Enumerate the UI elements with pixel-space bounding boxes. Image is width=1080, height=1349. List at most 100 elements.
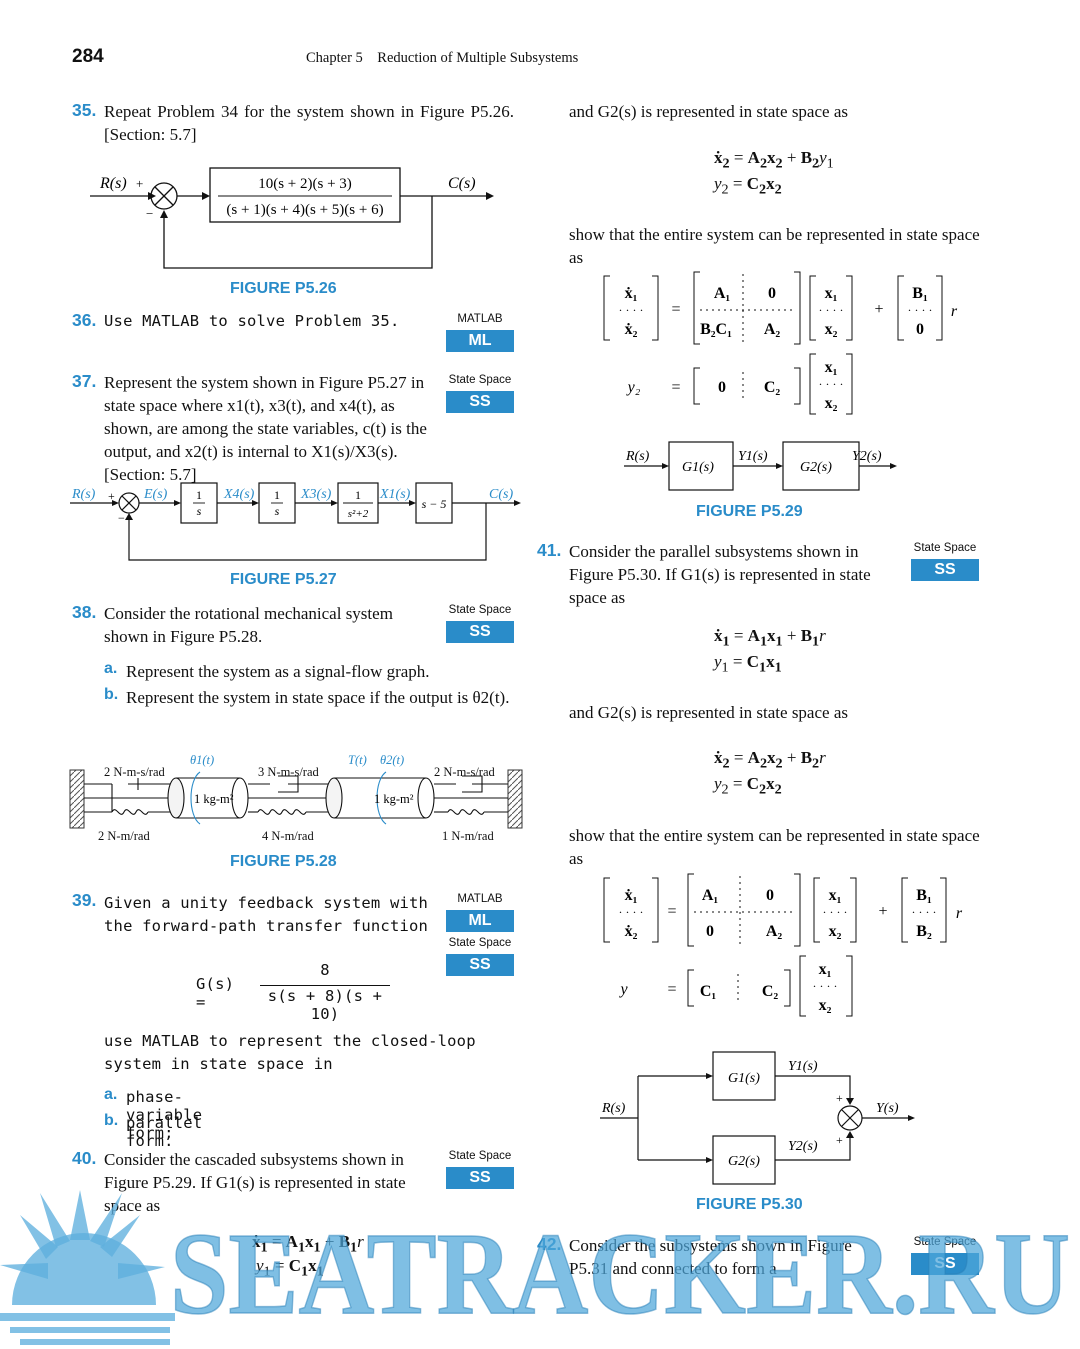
figure-p5-30: R(s) G1(s) Y1(s) G2(s) Y2(s) Y(s) + + bbox=[600, 1051, 915, 1185]
item-label: b. bbox=[104, 686, 119, 703]
figure-caption: FIGURE P5.29 bbox=[696, 503, 803, 520]
svg-text:ẋ₁: ẋ₁ bbox=[625, 887, 638, 904]
zero-block-label: s − 5 bbox=[422, 497, 447, 511]
state-space-label: State Space bbox=[913, 542, 977, 554]
R-label: R(s) bbox=[601, 1101, 626, 1116]
svg-text:=: = bbox=[667, 903, 676, 920]
output-label: C(s) bbox=[448, 175, 476, 192]
state-space-badge[interactable]: SS bbox=[911, 1253, 979, 1275]
inertia-2 bbox=[325, 777, 343, 819]
block-numerator: 10(s + 2)(s + 3) bbox=[258, 176, 352, 192]
problem-text: Repeat Problem 34 for the system shown i… bbox=[104, 102, 514, 144]
svg-text:x₁: x₁ bbox=[829, 887, 842, 904]
svg-text:0: 0 bbox=[706, 923, 714, 940]
state-space-label: State Space bbox=[448, 604, 512, 616]
spring-2-label: 4 N-m/rad bbox=[262, 829, 314, 843]
R-label: R(s) bbox=[625, 449, 650, 464]
inertia-2-label: 1 kg-m² bbox=[374, 792, 414, 806]
equation-numerator: 8 bbox=[320, 961, 330, 979]
damper-2-label: 3 N-m-s/rad bbox=[258, 765, 319, 779]
svg-text:C₁: C₁ bbox=[700, 983, 717, 1000]
plus-sign: + bbox=[136, 176, 143, 191]
figure-p5-27: R(s) E(s) X4(s) X3(s) X1(s) C(s) + − 1 s… bbox=[70, 482, 521, 561]
wall-right bbox=[507, 769, 523, 829]
figure-caption: FIGURE P5.27 bbox=[230, 571, 337, 588]
svg-text:· · · ·: · · · · bbox=[819, 303, 844, 317]
matlab-label: MATLAB bbox=[457, 893, 503, 905]
svg-text:r: r bbox=[951, 303, 958, 320]
svg-text:r: r bbox=[956, 905, 963, 922]
figure-p5-26: R(s) + − 10(s + 2)(s + 3) (s + 1)(s + 4)… bbox=[90, 167, 494, 269]
state-space-badge[interactable]: SS bbox=[446, 1167, 514, 1189]
Y1-label: Y1(s) bbox=[788, 1059, 818, 1074]
problem-text: Consider the subsystems shown in Figure … bbox=[569, 1236, 852, 1278]
damper-1-label: 2 N-m-s/rad bbox=[104, 765, 165, 779]
svg-text:A₂: A₂ bbox=[766, 923, 783, 940]
svg-text:C₂: C₂ bbox=[762, 983, 779, 1000]
svg-text:1: 1 bbox=[355, 488, 361, 502]
p41-text-2: and G2(s) is represented in state space … bbox=[569, 703, 848, 722]
g2-state-equation: ẋ2 = A2x2 + B2y1 bbox=[714, 148, 834, 172]
svg-text:B₁: B₁ bbox=[916, 887, 932, 904]
matlab-badge[interactable]: ML bbox=[446, 330, 514, 352]
p40-text-2: and G2(s) is represented in state space … bbox=[569, 102, 848, 121]
problem-number: 40. bbox=[72, 1148, 97, 1168]
svg-text:· · · ·: · · · · bbox=[912, 905, 937, 919]
svg-text:x₁: x₁ bbox=[819, 961, 832, 978]
G2-label: G2(s) bbox=[728, 1154, 760, 1169]
problem-number: 35. bbox=[72, 100, 97, 120]
state-space-badge[interactable]: SS bbox=[446, 621, 514, 643]
svg-text:C₂: C₂ bbox=[764, 379, 781, 396]
svg-text:x₂: x₂ bbox=[819, 997, 832, 1014]
item-label: a. bbox=[104, 660, 118, 677]
g2-state-equation: ẋ2 = A2x2 + B2r bbox=[714, 748, 826, 772]
g1-state-equation: ẋ1 = A1x1 + B1r bbox=[252, 1232, 364, 1256]
state-space-badge[interactable]: SS bbox=[446, 954, 514, 976]
problem-text: Consider the cascaded subsystems shown i… bbox=[104, 1150, 406, 1215]
svg-text:s²+2: s²+2 bbox=[348, 508, 369, 520]
svg-text:· · · ·: · · · · bbox=[908, 303, 933, 317]
g1-state-equation: ẋ1 = A1x1 + B1r bbox=[714, 626, 826, 650]
p40-text-3: show that the entire system can be repre… bbox=[569, 225, 980, 267]
svg-text:· · · ·: · · · · bbox=[823, 905, 848, 919]
g1-output-equation: y1 = C1x1 bbox=[714, 652, 782, 676]
svg-text:y₂: y₂ bbox=[626, 379, 641, 396]
problem-number: 38. bbox=[72, 602, 97, 622]
theta1-label: θ1(t) bbox=[190, 753, 214, 767]
item-text: phase-variable form; bbox=[126, 1088, 203, 1142]
G2-label: G2(s) bbox=[800, 460, 832, 475]
svg-text:A₁: A₁ bbox=[702, 887, 719, 904]
svg-text:1: 1 bbox=[274, 488, 280, 502]
state-space-badge[interactable]: SS bbox=[911, 559, 979, 581]
svg-text:· · · ·: · · · · bbox=[619, 303, 644, 317]
svg-text:0: 0 bbox=[718, 379, 726, 396]
C-label: C(s) bbox=[489, 487, 513, 502]
problem-text: Given a unity feedback system with the f… bbox=[104, 894, 429, 935]
g2-output-equation: y2 = C2x2 bbox=[714, 774, 782, 798]
matlab-badge[interactable]: ML bbox=[446, 910, 514, 932]
state-space-label: State Space bbox=[913, 1236, 977, 1248]
plus-sign: + bbox=[108, 489, 115, 503]
equation-fraction-bar bbox=[260, 985, 390, 986]
theta2-label: θ2(t) bbox=[380, 753, 404, 767]
svg-text:B₂: B₂ bbox=[916, 923, 932, 940]
page-number: 284 bbox=[72, 46, 104, 67]
g1-output-equation: y1 = C1x1 bbox=[256, 1256, 324, 1280]
svg-text:1: 1 bbox=[196, 488, 202, 502]
svg-text:· · · ·: · · · · bbox=[813, 979, 838, 993]
svg-text:ẋ₁: ẋ₁ bbox=[625, 285, 638, 302]
svg-text:+: + bbox=[874, 301, 883, 318]
problem-number: 42. bbox=[537, 1234, 562, 1254]
X1-label: X1(s) bbox=[379, 487, 411, 502]
inertia-1-label: 1 kg-m² bbox=[194, 792, 234, 806]
svg-text:s: s bbox=[197, 504, 202, 518]
Y1-label: Y1(s) bbox=[738, 449, 768, 464]
svg-text:s: s bbox=[275, 504, 280, 518]
wall-left bbox=[69, 769, 85, 829]
Y-label: Y(s) bbox=[876, 1101, 899, 1116]
svg-text:· · · ·: · · · · bbox=[619, 905, 644, 919]
svg-text:x₂: x₂ bbox=[825, 395, 838, 412]
item-text: Represent the system as a signal-flow gr… bbox=[126, 662, 430, 681]
state-space-badge[interactable]: SS bbox=[446, 391, 514, 413]
svg-text:B₁: B₁ bbox=[912, 285, 928, 302]
